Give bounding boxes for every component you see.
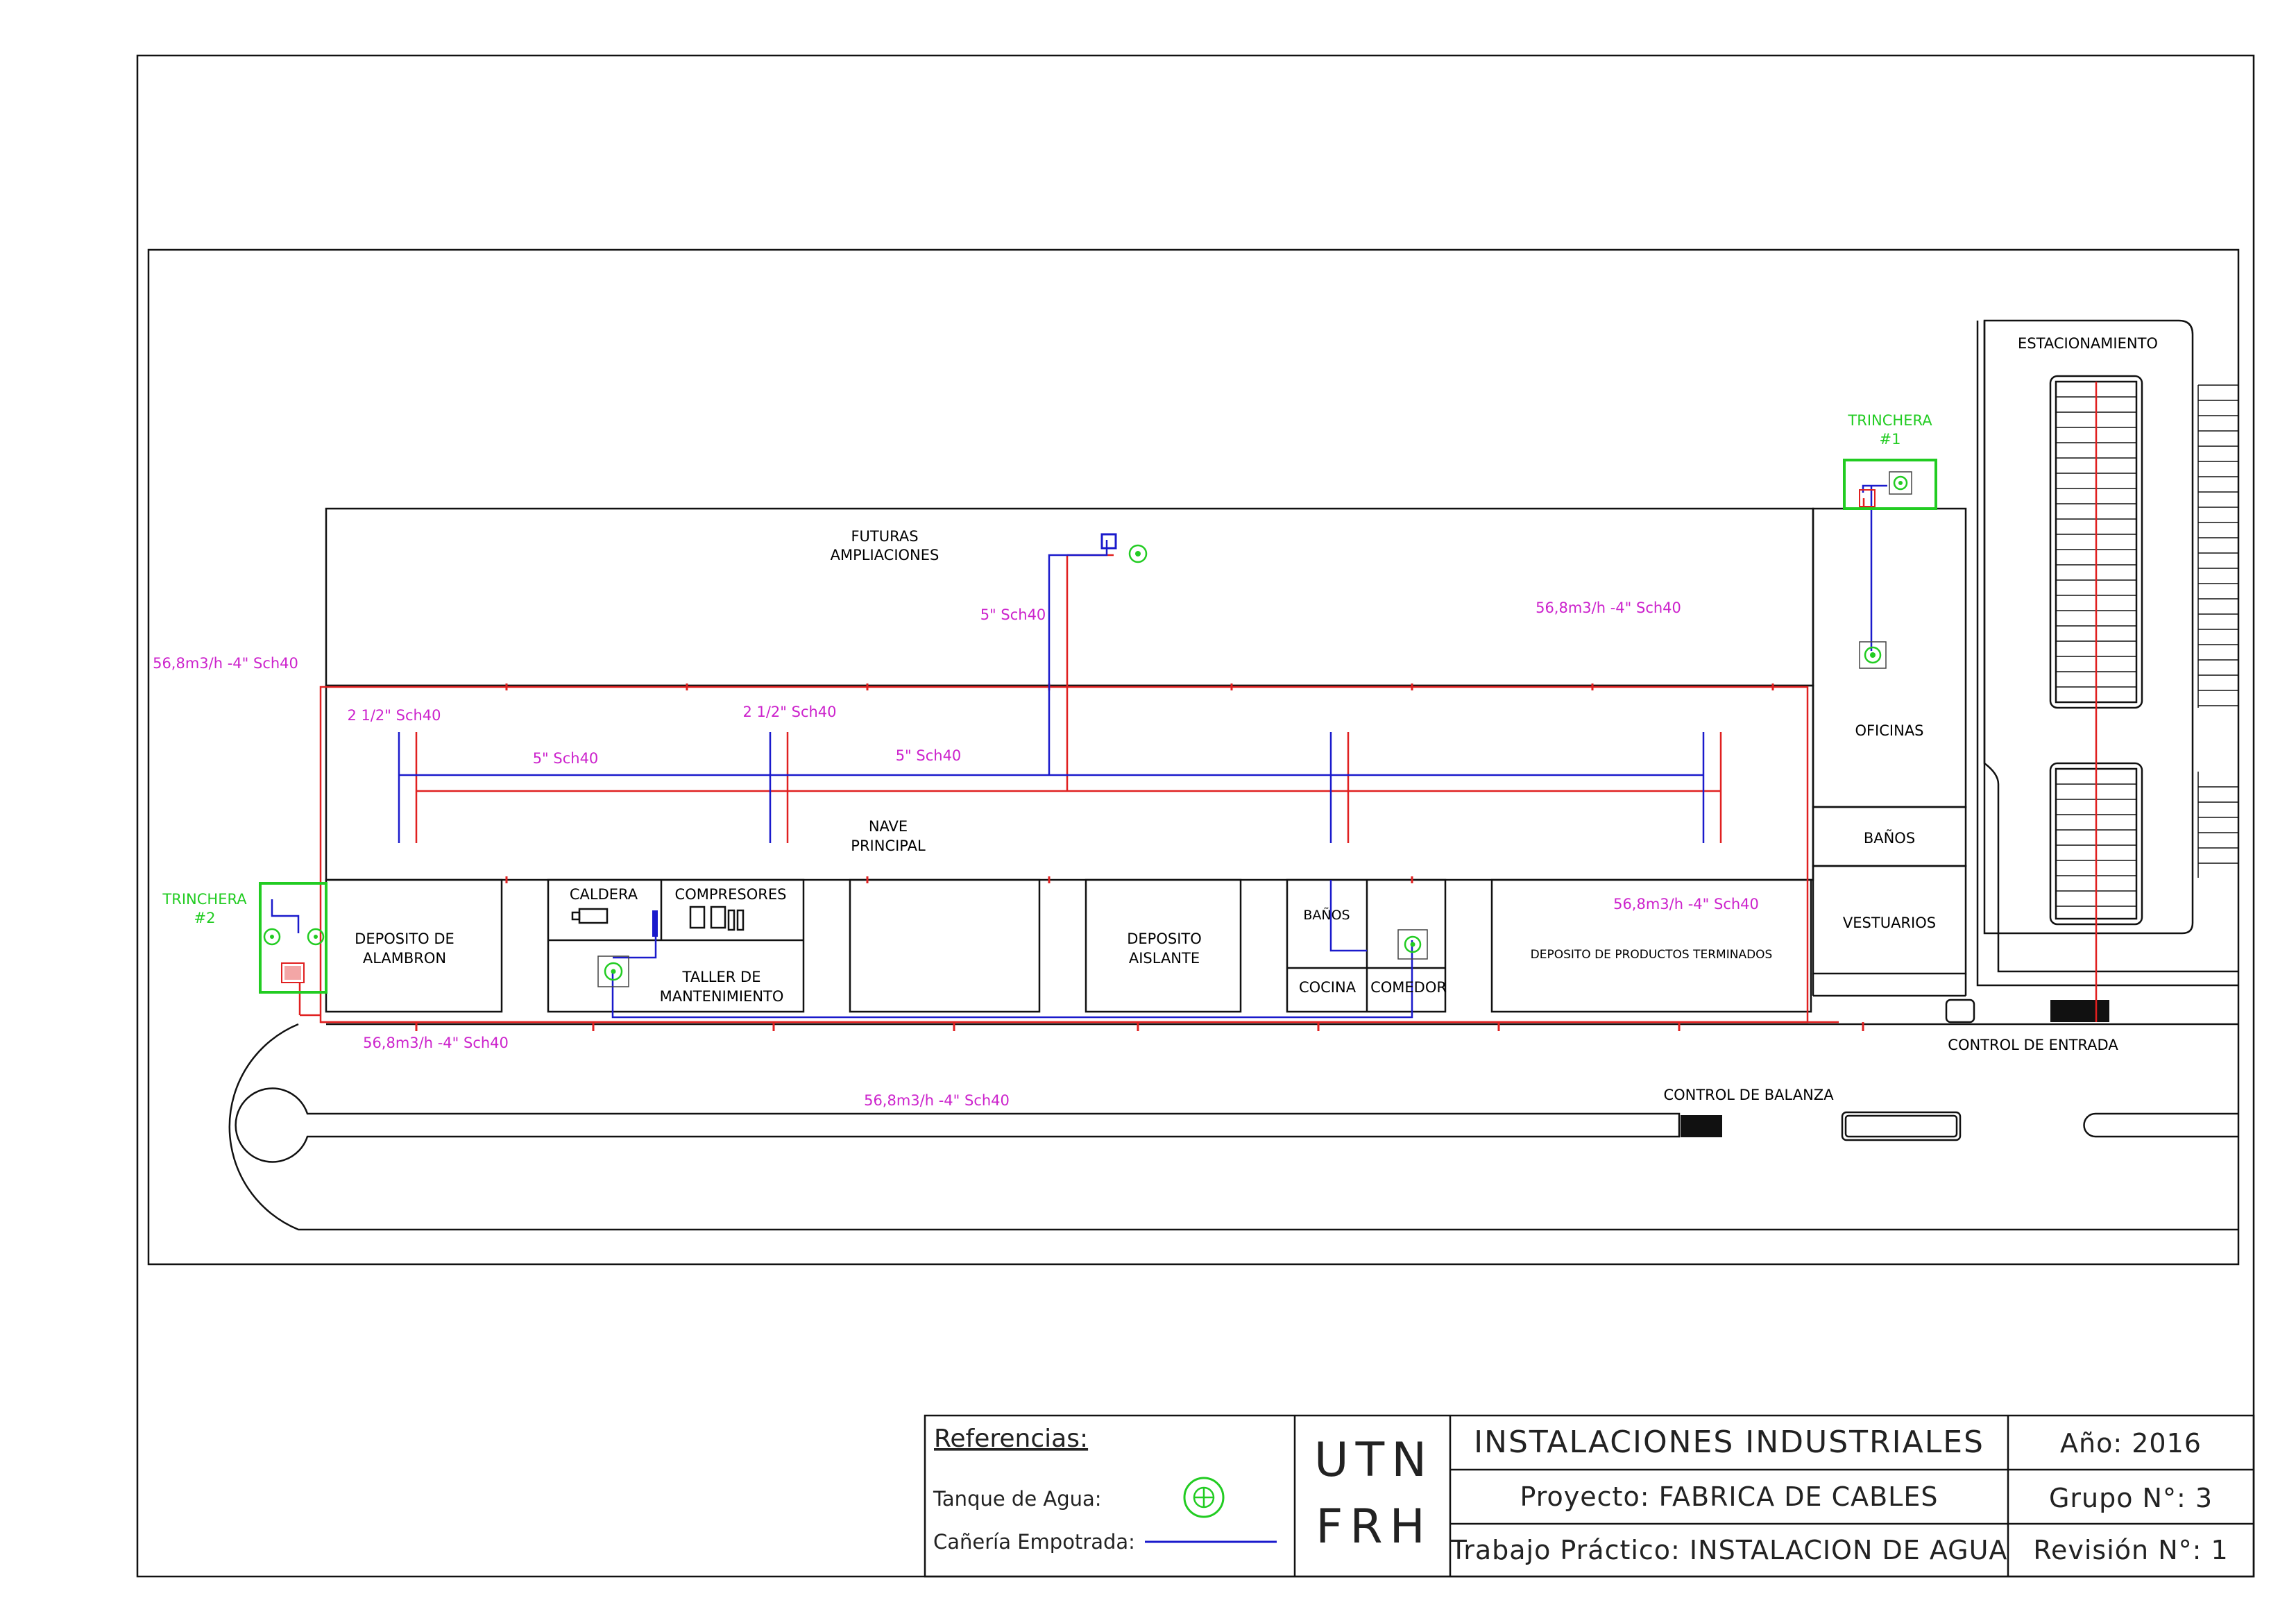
pipe-label-bottom-left: 56,8m3/h -4" Sch40	[363, 1035, 509, 1051]
label-deposito-alambron-a: DEPOSITO DE	[355, 931, 454, 947]
pipe-label-left-top: 56,8m3/h -4" Sch40	[153, 655, 298, 672]
pipe-label-futuras: 5" Sch40	[980, 606, 1046, 623]
label-banos-mid: BAÑOS	[1303, 907, 1350, 923]
tb-referencias: Referencias:	[934, 1425, 1088, 1453]
tb-grupo: Grupo N°: 3	[2049, 1483, 2213, 1513]
label-nave-a: NAVE	[869, 818, 908, 835]
label-deposito-productos: DEPOSITO DE PRODUCTOS TERMINADOS	[1531, 948, 1773, 962]
label-cocina: COCINA	[1299, 979, 1357, 996]
water-tank-comedor	[1397, 929, 1428, 960]
tb-revision: Revisión N°: 1	[2033, 1535, 2228, 1565]
tb-anio: Año: 2016	[2060, 1428, 2202, 1459]
pipe-label-road: 56,8m3/h -4" Sch40	[864, 1092, 1010, 1109]
label-taller-a: TALLER DE	[682, 969, 761, 985]
pipe-label-212-mid: 2 1/2" Sch40	[742, 704, 836, 720]
label-trinchera-2b: #2	[194, 910, 216, 926]
label-caldera: CALDERA	[570, 886, 638, 903]
title-block	[924, 1414, 2255, 1578]
sheet-outer-frame	[136, 54, 2255, 1578]
label-taller-b: MANTENIMIENTO	[660, 988, 784, 1005]
pipe-label-212-left: 2 1/2" Sch40	[347, 707, 441, 724]
label-futuras-b: AMPLIACIONES	[831, 547, 939, 563]
label-comedor: COMEDOR	[1370, 979, 1447, 996]
label-control-balanza: CONTROL DE BALANZA	[1663, 1087, 1834, 1103]
buildings	[325, 507, 1967, 1013]
drawing-area-frame	[147, 248, 2240, 1266]
tb-tanque: Tanque de Agua:	[933, 1487, 1102, 1511]
tb-trabajo: Trabajo Práctico: INSTALACION DE AGUA	[1450, 1535, 2008, 1565]
trench-2	[259, 882, 328, 994]
water-tank-oficinas	[1859, 641, 1887, 669]
label-estacionamiento: ESTACIONAMIENTO	[2018, 335, 2158, 352]
embedded-pipe-network	[271, 484, 1887, 1019]
label-trinchera-1a: TRINCHERA	[1847, 412, 1932, 429]
tb-materia: INSTALACIONES INDUSTRIALES	[1474, 1425, 1984, 1460]
water-tank-taller	[597, 955, 629, 987]
label-trinchera-1b: #1	[1880, 431, 1901, 448]
label-compresores: COMPRESORES	[675, 886, 787, 903]
pipe-label-5-mid: 5" Sch40	[896, 747, 962, 764]
tb-caneria: Cañería Empotrada:	[933, 1530, 1135, 1554]
label-futuras-a: FUTURAS	[851, 528, 918, 545]
water-tank-futuras	[1100, 533, 1148, 563]
water-pipe-network	[298, 382, 2098, 1031]
label-vestuarios: VESTUARIOS	[1843, 915, 1936, 931]
label-banos-right: BAÑOS	[1864, 829, 1915, 847]
trench-1	[1843, 459, 1937, 510]
label-control-entrada: CONTROL DE ENTRADA	[1948, 1037, 2118, 1053]
roads	[228, 999, 2238, 1231]
tb-utn: UTN	[1314, 1433, 1434, 1488]
label-trinchera-2a: TRINCHERA	[162, 891, 247, 908]
pipe-label-5-left: 5" Sch40	[533, 750, 599, 767]
tb-proyecto: Proyecto: FABRICA DE CABLES	[1520, 1481, 1939, 1512]
label-deposito-aislante-b: AISLANTE	[1129, 950, 1200, 967]
label-deposito-alambron-b: ALAMBRON	[363, 950, 446, 967]
pipe-label-right-top: 56,8m3/h -4" Sch40	[1536, 600, 1681, 616]
parking-area	[1976, 319, 2238, 987]
tb-frh: FRH	[1316, 1499, 1432, 1554]
label-nave-b: PRINCIPAL	[851, 838, 926, 854]
label-oficinas: OFICINAS	[1855, 722, 1923, 739]
label-deposito-aislante-a: DEPOSITO	[1127, 931, 1202, 947]
pipe-label-deposito: 56,8m3/h -4" Sch40	[1613, 896, 1759, 912]
